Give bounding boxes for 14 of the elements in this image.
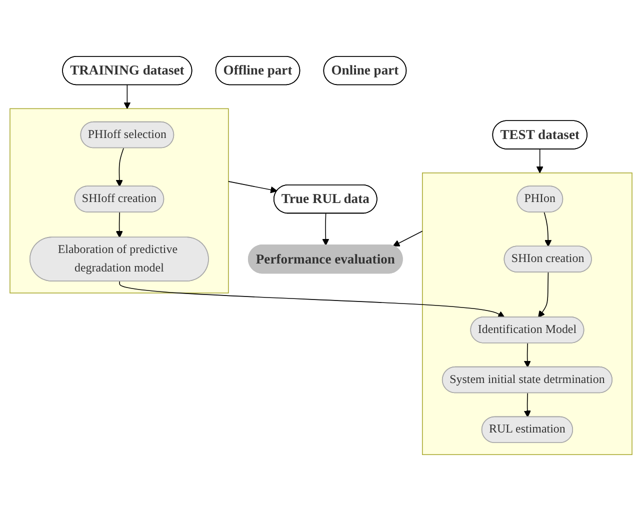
arrow [124,84,131,108]
arrow [116,147,124,186]
arrow [524,342,531,368]
arrow [322,212,330,246]
arrow [536,148,544,173]
arrow [544,212,552,246]
cluster [10,108,229,293]
arrow [119,280,505,318]
arrow [228,180,278,193]
arrow [524,392,531,417]
cluster [422,172,632,455]
arrow [538,272,549,318]
arrow [116,212,123,238]
arrow [392,230,423,246]
